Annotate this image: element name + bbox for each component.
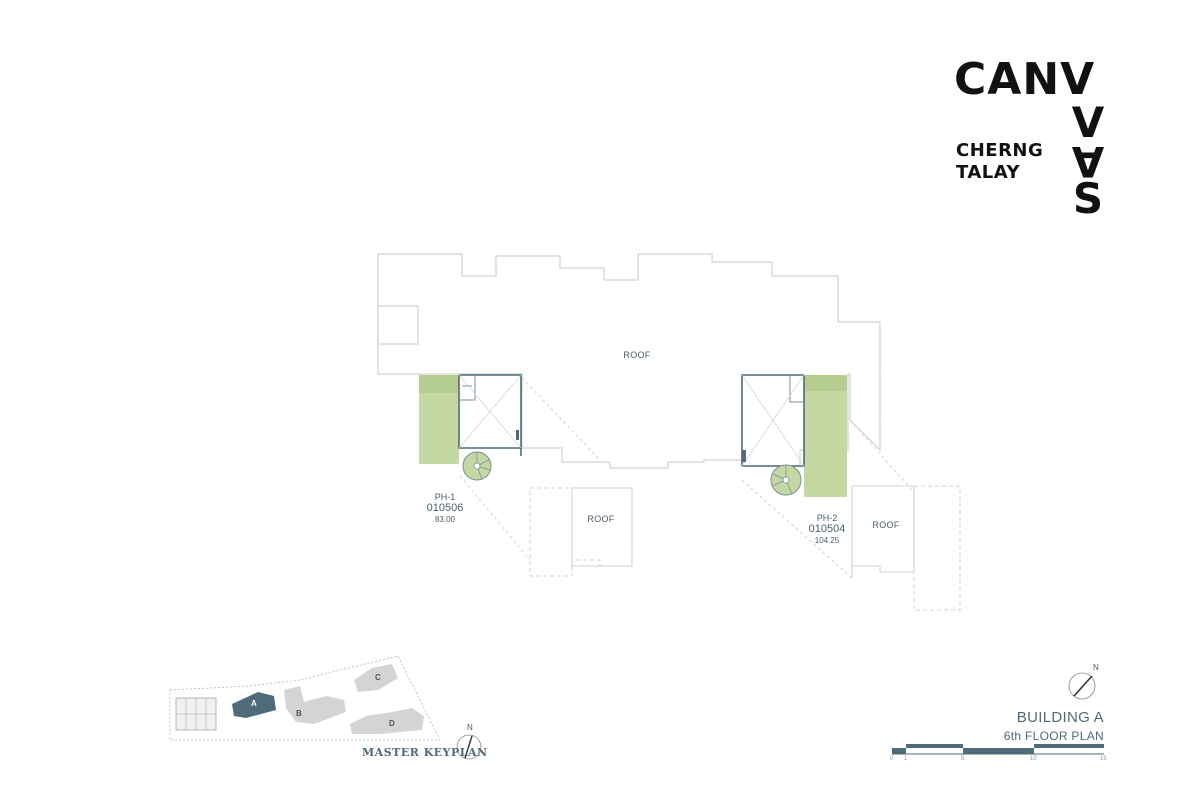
logo-vertical-letters: V A S [1070, 98, 1106, 223]
ph2-terrace-fill [804, 375, 847, 497]
unit-area: 83.00 [434, 515, 456, 524]
logo-letter-s: S [1072, 174, 1104, 223]
scale-tick-label: 0 [890, 756, 894, 762]
unit-label-ph2: PH-2 010504 104.25 [797, 513, 857, 546]
keyplan-label-b: B [296, 709, 302, 718]
keyplan-north-arrow [464, 735, 473, 759]
dashed-guide [521, 377, 601, 461]
logo-wordmark: CANV [954, 54, 1096, 105]
unit-name: PH-1 [434, 492, 456, 502]
keyplan-building-a [232, 692, 276, 718]
unit-code: 010504 [808, 523, 846, 535]
keyplan-label-c: C [375, 673, 381, 682]
keyplan-label-a: A [251, 699, 257, 708]
scale-bar-segment [1034, 744, 1104, 748]
ph2-terrace-strip [804, 375, 847, 391]
canvas-logo: CANV V A S CHERNG TALAY [954, 54, 1114, 220]
unit-code: 010506 [426, 502, 464, 514]
building-north-label: N [1093, 663, 1099, 672]
ph1-walls [458, 374, 522, 456]
unit-name: PH-2 [816, 513, 838, 523]
right-roof-outer [913, 485, 961, 611]
scale-bar-segment [892, 748, 906, 754]
roof-outline [377, 253, 881, 469]
keyplan-site-boundary [169, 655, 441, 741]
right-roof-block [851, 485, 915, 578]
dashed-guide [849, 419, 913, 491]
unit-label-ph1: PH-1 010506 83.00 [415, 492, 475, 525]
keyplan-north-label: N [467, 723, 473, 732]
keyplan-title: MASTER KEYPLAN [362, 746, 488, 759]
scale-bar-segment [963, 748, 1034, 754]
left-roof-block [529, 487, 633, 577]
ph2-wall-detail [742, 450, 746, 462]
ph1-stair-treads [476, 452, 491, 480]
roof-hatch-box [377, 305, 419, 345]
roof-label-left: ROOF [587, 514, 615, 524]
roof-label-main: ROOF [623, 350, 651, 360]
ph1-terrace-strip [419, 375, 459, 393]
ph2-void-cross [741, 374, 805, 467]
building-title: BUILDING A [1016, 709, 1104, 726]
logo-subtitle-line-2: TALAY [956, 162, 1021, 183]
logo-subtitle: CHERNG TALAY [956, 140, 1043, 184]
scale-tick-label: 5 [961, 756, 965, 762]
keyplan-clubhouse-grid [176, 698, 216, 730]
left-roof-inner [571, 487, 633, 567]
ph1-void-cross [458, 374, 522, 449]
keyplan-building-c [354, 664, 398, 692]
ph1-interior [459, 375, 476, 401]
ph1-wall-detail [516, 430, 519, 440]
building-north-circle [1068, 672, 1096, 700]
dashed-guide [741, 479, 853, 579]
ph1-stair-core [473, 462, 481, 470]
dashed-guide [459, 475, 531, 561]
keyplan-label-d: D [389, 719, 395, 728]
unit-area: 104.25 [814, 536, 840, 545]
scale-tick-label: 15 [1100, 756, 1107, 762]
ph2-stair-treads [771, 465, 793, 495]
building-north-arrow [1073, 675, 1093, 697]
keyplan-building-b [284, 686, 346, 724]
scale-tick-label: 10 [1030, 756, 1037, 762]
logo-subtitle-line-1: CHERNG [956, 140, 1044, 161]
roof-label-right: ROOF [872, 520, 900, 530]
scale-tick-label: 1 [904, 756, 908, 762]
ph2-stair-core [782, 476, 790, 484]
logo-letter-v: V [1071, 98, 1105, 147]
ph2-interior [789, 375, 804, 403]
keyplan-north-circle [456, 734, 482, 760]
floor-plan-title: 6th FLOOR PLAN [1003, 729, 1104, 743]
keyplan-building-d [350, 708, 424, 734]
scale-bar-segment [906, 744, 963, 748]
